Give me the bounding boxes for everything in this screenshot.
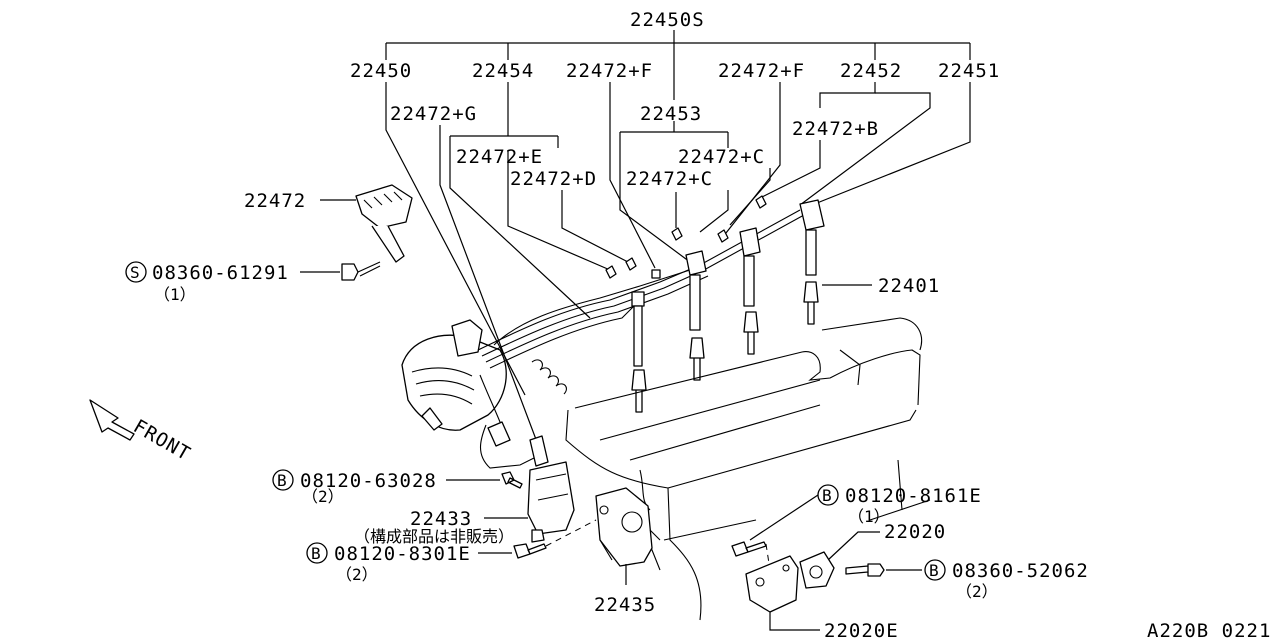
coil-lead-part: [487, 421, 549, 467]
coil-bracket-part: [595, 487, 661, 567]
bolt-symbol-b: [306, 542, 328, 564]
fastener-symbol: B: [311, 544, 321, 563]
callout-22472C-2: 22472+C: [626, 168, 713, 190]
cord-clamp-part: [355, 184, 413, 263]
bolt-icon: [341, 263, 359, 281]
callout-22454: 22454: [472, 60, 534, 82]
distributor-part: [401, 319, 507, 431]
fastener-qty: （2）: [302, 487, 344, 506]
fastener-part: 08120-8301E: [334, 543, 471, 565]
sensor-bracket-part: [745, 555, 799, 613]
front-direction-arrow: FRONT: [89, 399, 195, 465]
callout-22472E: 22472+E: [456, 146, 543, 168]
screw-icon: [845, 563, 885, 577]
callout-22433: 22433: [410, 508, 472, 530]
fastener-qty: （2）: [336, 565, 378, 584]
callout-22020: 22020: [884, 521, 946, 543]
fastener-08360-61291: S 08360-61291 （1）: [125, 261, 381, 304]
fastener-qty: （2）: [956, 582, 998, 601]
callout-22472F-1: 22472+F: [566, 60, 653, 82]
callout-22451: 22451: [938, 60, 1000, 82]
callout-22435: 22435: [594, 594, 656, 616]
bolt-icon: [501, 471, 523, 489]
fastener-08120-63028: B 08120-63028 （2）: [272, 469, 523, 506]
callout-22472F-2: 22472+F: [718, 60, 805, 82]
engine-block-outline: [565, 317, 931, 621]
fastener-symbol: B: [822, 486, 832, 505]
bolt-icon: [513, 543, 547, 559]
callout-22401: 22401: [878, 275, 940, 297]
callout-22472: 22472: [244, 190, 306, 212]
fastener-part: 08360-61291: [152, 262, 289, 284]
leader-lines: [385, 82, 971, 451]
plug-wire-boots: [631, 199, 825, 367]
fastener-08120-8301E: B 08120-8301E （2）: [306, 519, 597, 584]
assembly-label: 22450S: [630, 9, 705, 31]
fastener-qty: （1）: [848, 507, 890, 526]
fastener-symbol: S: [130, 263, 140, 282]
callout-22433-note: （構成部品は非販売）: [354, 527, 514, 546]
bolt-symbol-b: [272, 469, 294, 491]
bolt-symbol-b: [924, 559, 946, 581]
fastener-symbol: B: [929, 561, 939, 580]
callout-22472B: 22472+B: [792, 118, 879, 140]
front-arrow-icon: [89, 399, 135, 441]
fastener-qty: （1）: [154, 285, 196, 304]
spark-plugs: [631, 281, 819, 413]
callout-22450: 22450: [350, 60, 412, 82]
fastener-08120-8161E: B 08120-8161E （1）: [731, 484, 982, 571]
figure-code: A220B 0221: [1147, 620, 1271, 639]
assembly-bracket: [385, 30, 971, 100]
fastener-08360-52062: B 08360-52062 （2）: [845, 559, 1089, 601]
fastener-part: 08120-8161E: [845, 485, 982, 507]
sensor-part: [799, 551, 835, 589]
bolt-icon: [731, 541, 767, 557]
fastener-part: 08120-63028: [300, 470, 437, 492]
callout-22020E: 22020E: [824, 620, 899, 639]
fastener-part: 08360-52062: [952, 560, 1089, 582]
bolt-symbol-s: [125, 261, 147, 283]
fastener-symbol: B: [277, 471, 287, 490]
callout-22452: 22452: [840, 60, 902, 82]
callout-22472D: 22472+D: [510, 168, 597, 190]
wire-clip-parts: [605, 195, 767, 279]
callout-22472C-1: 22472+C: [678, 146, 765, 168]
callout-22472G: 22472+G: [390, 103, 477, 125]
loose-spring-part: [531, 359, 567, 395]
ignition-coil-part: [527, 461, 575, 543]
front-label: FRONT: [130, 415, 195, 465]
callout-22453: 22453: [640, 103, 702, 125]
